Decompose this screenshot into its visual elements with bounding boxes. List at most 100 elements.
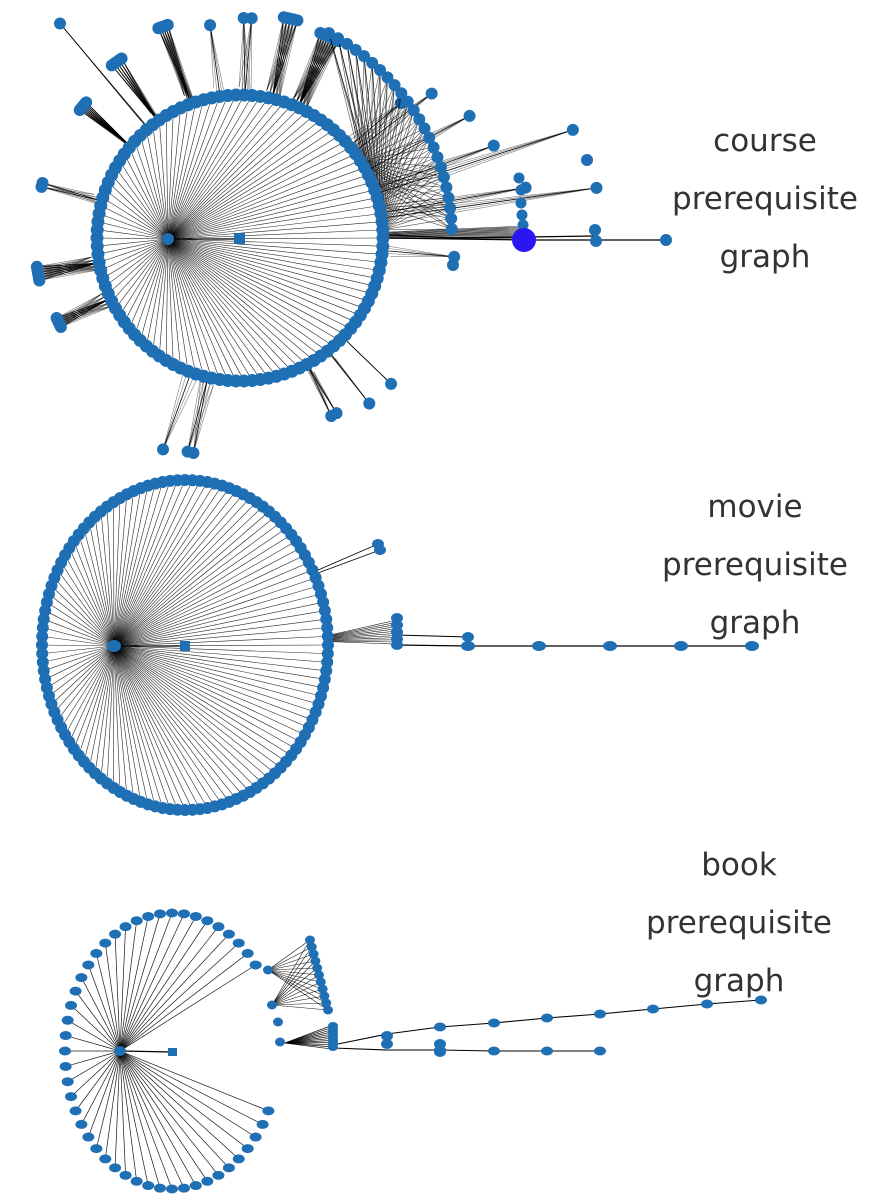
course-branch-edge	[60, 302, 112, 328]
movie-spoke-edge	[106, 645, 115, 784]
course-branch-edge	[57, 301, 112, 321]
book-cluster-edge	[267, 969, 323, 990]
course-branch-edge	[187, 382, 211, 452]
course-spoke-edge	[97, 229, 169, 240]
course-chain-node	[516, 209, 528, 221]
movie-fan-edge	[329, 639, 398, 641]
movie-spoke-edge	[51, 645, 115, 705]
book-spoke-edge	[119, 1050, 138, 1182]
course-arc-node	[407, 104, 420, 117]
course-spoke-edge	[167, 174, 369, 240]
course-hub-node	[162, 233, 174, 245]
course-arc-edge	[382, 101, 408, 230]
book-ring-node	[177, 1183, 190, 1193]
course-branch-edge	[58, 301, 112, 323]
course-spoke-edge	[167, 238, 361, 316]
course-branch-edge	[193, 382, 211, 454]
movie-spoke-edge	[113, 534, 292, 647]
course-spoke-edge	[115, 238, 169, 309]
course-spoke-edge	[167, 238, 372, 294]
course-branch-edge	[292, 40, 339, 100]
course-outer-node	[487, 139, 500, 152]
movie-spoke-edge	[46, 645, 115, 688]
course-arc-edge	[382, 137, 430, 230]
movie-fan-edge	[329, 626, 398, 638]
movie-spoke-edge	[54, 645, 115, 713]
course-branch-edge	[56, 298, 109, 319]
book-chain-edge	[386, 1026, 441, 1035]
course-spoke-edge	[167, 99, 277, 240]
course-branch-edge	[39, 268, 104, 281]
movie-ring-node	[36, 647, 49, 660]
movie-spoke-edge	[113, 645, 270, 779]
course-branch-edge	[243, 17, 249, 97]
book-chain-node	[488, 1018, 500, 1028]
movie-fan-edge	[329, 630, 398, 639]
course-branch-edge	[187, 385, 214, 452]
movie-cluster-node	[391, 613, 403, 623]
book-chain-node	[434, 1022, 446, 1032]
course-spoke-edge	[167, 238, 253, 381]
course-spoke-edge	[146, 238, 169, 347]
course-branch-edge	[313, 371, 332, 417]
movie-spoke-edge	[113, 645, 309, 728]
course-spoke-edge	[167, 205, 380, 240]
course-arc-edge	[371, 119, 420, 183]
course-spoke-edge	[105, 238, 169, 287]
movie-spoke-edge	[113, 487, 230, 647]
course-branch-edge	[160, 27, 197, 108]
course-branch-edge	[56, 301, 112, 319]
course-prerequisite-graph	[30, 11, 672, 460]
movie-spoke-edge	[113, 645, 115, 788]
book-fan-edge	[284, 1037, 334, 1044]
course-branch-edge	[38, 268, 104, 276]
course-arc-edge	[378, 93, 402, 206]
course-spoke-edge	[167, 229, 383, 240]
course-spoke-edge	[167, 238, 174, 365]
movie-spoke-edge	[113, 618, 327, 647]
course-arc-edge	[360, 147, 434, 161]
book-ring-node	[249, 960, 262, 970]
book-ring-node	[241, 948, 254, 958]
book-spoke-edge	[65, 1035, 121, 1052]
course-arc-node	[341, 37, 354, 50]
movie-spoke-edge	[43, 618, 115, 647]
movie-ring-node	[321, 621, 334, 634]
course-branch-edge	[167, 24, 197, 108]
course-branch-edge	[266, 18, 291, 91]
course-spoke-edge	[167, 238, 261, 380]
book-chain-node	[381, 1031, 393, 1041]
book-ring-node	[75, 973, 88, 983]
course-branch-edge	[335, 358, 370, 404]
course-outer-node	[115, 52, 128, 65]
book-ring-node	[222, 929, 235, 939]
course-branch-edge	[167, 24, 188, 99]
course-spoke-edge	[134, 141, 169, 240]
course-arc-edge	[382, 207, 451, 231]
course-spoke-edge	[167, 213, 381, 240]
course-outer-node	[50, 311, 63, 324]
course-arc-node	[431, 151, 444, 164]
course-arc-edge	[360, 160, 441, 168]
movie-spoke-edge	[43, 645, 115, 672]
movie-cluster-node	[391, 620, 403, 630]
book-chain-edge	[332, 1047, 388, 1051]
course-spoke-edge	[167, 135, 340, 240]
course-spoke-edge	[111, 174, 169, 240]
book-fan-edge	[284, 1042, 334, 1050]
book-ring-node	[130, 1176, 143, 1186]
course-spoke-edge	[167, 147, 351, 240]
course-branch-edge	[292, 33, 324, 100]
course-arc-edge	[371, 101, 408, 183]
course-outer-node	[325, 409, 338, 422]
course-spoke-edge	[167, 238, 321, 357]
movie-chain-node	[603, 641, 617, 651]
course-arc-edge	[360, 128, 425, 161]
course-arc-node	[442, 191, 455, 204]
book-center-node	[168, 1048, 177, 1056]
movie-label-line-1: movie	[707, 489, 803, 525]
book-ring-node	[232, 1154, 245, 1164]
course-arc-edge	[379, 205, 451, 209]
movie-spoke-edge	[113, 645, 328, 663]
book-ring-node	[82, 960, 95, 970]
